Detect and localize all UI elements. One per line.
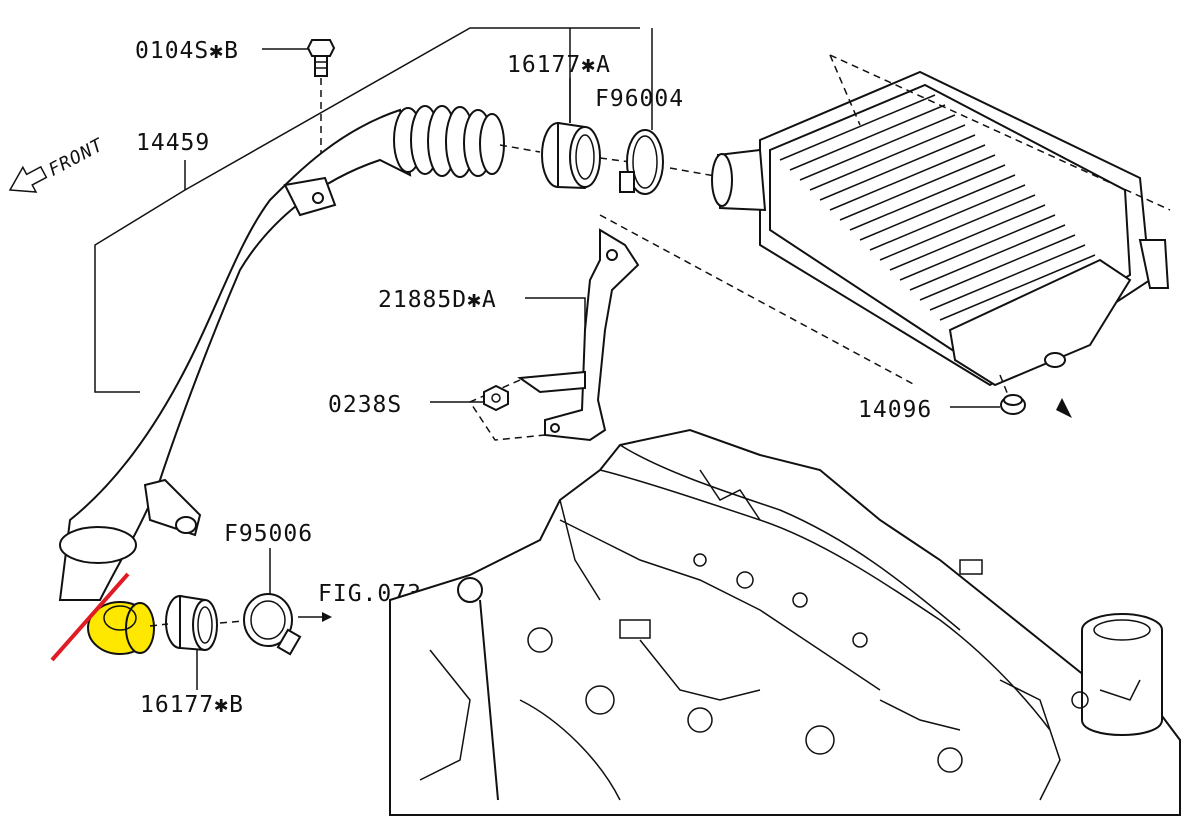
fig-arrow-icon xyxy=(322,612,332,622)
coupler-b2-part xyxy=(165,594,218,652)
label-clamp-b: F95006 xyxy=(224,521,313,547)
nut-part xyxy=(483,384,509,412)
label-nut: 0238S xyxy=(328,392,402,418)
label-hose-main: 14459 xyxy=(136,130,210,156)
intercooler-part xyxy=(599,54,1171,418)
centerline-d xyxy=(149,623,169,627)
oil-filter xyxy=(1081,613,1163,736)
clamp-b-part xyxy=(243,593,302,656)
label-grommet: 14096 xyxy=(858,397,932,423)
front-arrow-icon: FRONT xyxy=(8,134,107,193)
label-coupler-a: 16177✱A xyxy=(507,52,611,78)
label-clamp-a: F96004 xyxy=(595,86,684,112)
main-hose-part xyxy=(58,105,505,601)
coupler-b-part xyxy=(50,572,155,662)
coupler-a-part xyxy=(541,121,601,190)
front-label: FRONT xyxy=(45,134,107,180)
centerline-b xyxy=(599,157,631,163)
grommet-part xyxy=(1000,394,1026,415)
strike-line xyxy=(50,572,130,662)
label-bolt: 0104S✱B xyxy=(135,38,239,64)
centerline-a xyxy=(499,144,541,153)
engine-block xyxy=(389,428,1181,816)
centerline-e xyxy=(219,620,245,624)
leader-lines xyxy=(94,27,1000,690)
label-coupler-b: 16177✱B xyxy=(140,692,244,718)
clamp-a-part xyxy=(619,129,664,195)
label-bracket: 21885D✱A xyxy=(378,287,497,313)
centerline-c xyxy=(669,167,716,177)
